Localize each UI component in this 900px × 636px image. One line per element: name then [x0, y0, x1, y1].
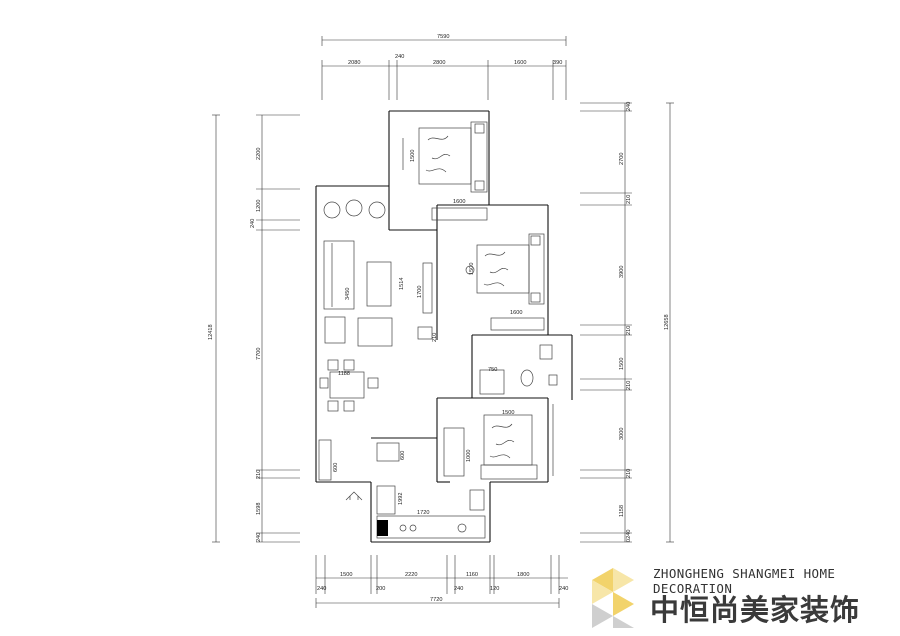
right-wall-5: 210	[626, 469, 632, 478]
wardrobe-3	[443, 427, 465, 477]
left-seg-2: 1200	[256, 200, 262, 212]
right-seg-3: 1500	[619, 358, 625, 370]
bottom-seg-1: 1500	[340, 572, 352, 578]
sofa	[323, 240, 355, 310]
left-seg-1: 2200	[256, 148, 262, 160]
wardrobe3-dim: 1000	[466, 450, 472, 462]
bottom-seg-2: 2220	[405, 572, 417, 578]
top-seg-2: 240	[395, 54, 404, 60]
bath-dim: 750	[488, 367, 497, 373]
top-seg-1: 2080	[348, 60, 360, 66]
top-seg-3: 2800	[433, 60, 445, 66]
bedroom-3: 1500 1000	[443, 404, 554, 480]
toilet	[520, 369, 534, 387]
kitchen-counter-dim: 1720	[417, 510, 429, 516]
tv-cabinet-dim: 1700	[417, 286, 423, 298]
nightstand-1	[474, 123, 485, 134]
bottom-wall-2: 200	[376, 586, 385, 592]
right-dimensions: 12658 240 2700 210 3900 210 1500 210 300…	[580, 102, 674, 543]
top-seg-4: 1600	[514, 60, 526, 66]
right-seg-1: 2700	[619, 153, 625, 165]
bottom-seg-3: 1160	[466, 572, 478, 578]
bedroom1-bed-dim: 1500	[410, 150, 416, 162]
wardrobe-1	[431, 207, 488, 221]
walls	[315, 110, 573, 543]
nightstand-2	[474, 180, 485, 191]
dining: 1188 600	[318, 359, 379, 481]
brand-english: ZHONGHENG SHANGMEI HOME DECORATION	[653, 566, 836, 596]
fridge-dim: 600	[400, 451, 406, 460]
armchair-1	[324, 316, 346, 344]
wardrobe1-dim: 1600	[453, 199, 465, 205]
bottom-dimensions: 1500 2220 1160 1800 240 200 240 120 240 …	[315, 555, 568, 608]
cabinet-left-dim: 600	[333, 463, 339, 472]
top-total-dim: 7590	[437, 34, 449, 40]
left-wall-1: 240	[250, 219, 256, 228]
bottom-wall-5: 240	[559, 586, 568, 592]
left-seg-4: 1598	[256, 503, 262, 515]
right-wall-6: 0240	[626, 530, 632, 542]
stove-block	[377, 520, 388, 536]
right-wall-1: 240	[626, 102, 632, 111]
sink	[539, 344, 553, 360]
bathroom: 750	[479, 344, 558, 395]
left-seg-3: 7700	[256, 348, 262, 360]
top-dimensions: 7590 2080 240 2800 1600 390	[321, 34, 567, 100]
coffee-table	[366, 261, 392, 307]
left-wall-2: 210	[256, 470, 262, 479]
right-total-dim: 12658	[664, 314, 670, 330]
right-wall-2: 210	[626, 195, 632, 204]
living-room: 3450 1514 1700 210	[323, 199, 438, 347]
bottom-total-dim: 7720	[430, 597, 442, 603]
right-wall-3: 210	[626, 326, 632, 335]
brand-logo-icon	[592, 568, 634, 628]
wardrobe2-dim: 1600	[510, 310, 522, 316]
bottom-wall-3: 240	[454, 586, 463, 592]
bottom-seg-4: 1800	[517, 572, 529, 578]
left-total-dim: 12418	[208, 324, 214, 340]
bedroom-1: 1500 1600	[402, 121, 488, 221]
fridge	[376, 442, 400, 462]
tv-cabinet	[422, 262, 433, 314]
bedroom-2: 1500 1600	[465, 233, 545, 331]
left-wall-3: 240	[256, 533, 262, 542]
kitchen-side-dim: 1992	[398, 493, 404, 505]
wardrobe-2	[490, 317, 545, 331]
bottom-wall-4: 120	[490, 586, 499, 592]
shower	[479, 369, 505, 395]
right-seg-4: 3000	[619, 428, 625, 440]
right-seg-2: 3900	[619, 266, 625, 278]
top-seg-5: 390	[553, 60, 562, 66]
left-dimensions: 12418 2200 1200 240 7700 210 1598 240	[208, 114, 300, 543]
right-wall-4: 210	[626, 381, 632, 390]
dining-table	[329, 371, 365, 399]
dining-dim: 1188	[338, 371, 350, 377]
kitchen-counter	[376, 515, 486, 539]
armchair-2	[357, 317, 393, 347]
bottom-wall-1: 240	[317, 586, 326, 592]
tv-wall-dim: 1514	[399, 278, 405, 290]
right-seg-5: 1158	[619, 505, 625, 517]
bedroom2-bed-dim: 1500	[469, 263, 475, 275]
wall-210: 210	[432, 333, 438, 342]
brand-chinese: 中恒尚美家装饰	[650, 593, 861, 627]
kitchen: 600 1992 1720	[345, 442, 486, 539]
sofa-dim: 3450	[345, 288, 351, 300]
bedroom3-bed-dim: 1500	[502, 410, 514, 416]
